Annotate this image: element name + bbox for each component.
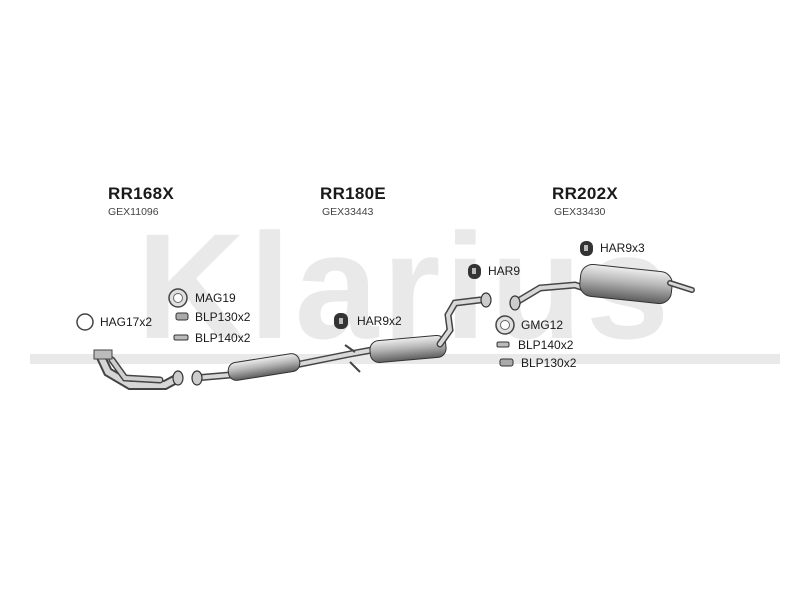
part-label-hag17x2: HAG17x2 bbox=[100, 315, 153, 329]
blp130-clamp-icon-right bbox=[499, 358, 514, 367]
part-label-har9x3: HAR9x3 bbox=[600, 241, 645, 255]
har9x2-rubber-icon bbox=[334, 313, 348, 329]
blp140-bolt-icon-right bbox=[496, 341, 510, 348]
part-label-mag19: MAG19 bbox=[195, 291, 236, 305]
part-label-har9x2: HAR9x2 bbox=[357, 314, 402, 328]
blp140-bolt-icon-left bbox=[173, 334, 189, 341]
rear-box bbox=[509, 263, 695, 311]
section-title-rr202x: RR202X bbox=[552, 184, 619, 203]
section-title-rr168x: RR168X bbox=[108, 184, 175, 203]
part-label-blp140x2-right: BLP140x2 bbox=[518, 338, 574, 352]
blp130-clamp-icon-left bbox=[175, 312, 189, 321]
front-downpipe bbox=[93, 349, 184, 390]
har9x3-rubber-icon bbox=[580, 241, 593, 256]
part-label-blp130x2-right: BLP130x2 bbox=[521, 356, 577, 370]
section-code-gex11096: GEX11096 bbox=[108, 206, 159, 218]
centre-section bbox=[191, 292, 492, 386]
section-code-gex33430: GEX33430 bbox=[554, 206, 606, 218]
section-title-rr180e: RR180E bbox=[320, 184, 387, 203]
part-label-har9: HAR9 bbox=[488, 264, 521, 278]
part-label-blp140x2-left: BLP140x2 bbox=[195, 331, 251, 345]
har9-rubber-icon bbox=[468, 264, 481, 279]
section-code-gex33443: GEX33443 bbox=[322, 206, 374, 218]
part-label-gmg12: GMG12 bbox=[521, 318, 564, 332]
part-label-blp130x2-left: BLP130x2 bbox=[195, 310, 251, 324]
hag17-gasket-icon bbox=[76, 313, 94, 331]
